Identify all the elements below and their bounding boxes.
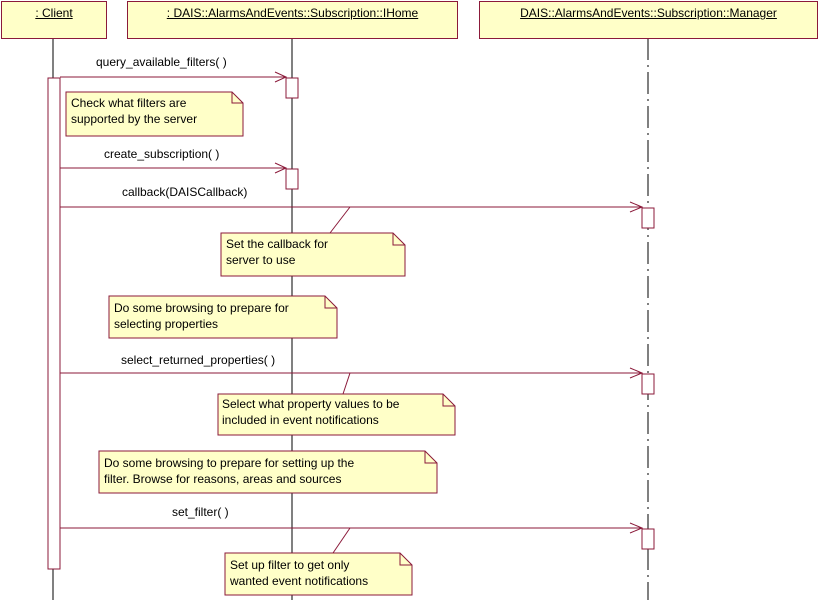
note-6-line-2: wanted event notifications xyxy=(230,574,369,588)
note-5: Do some browsing to prepare for setting … xyxy=(104,455,354,487)
note-1-line-2: supported by the server xyxy=(71,112,198,126)
message-label-1: query_available_filters( ) xyxy=(96,55,227,69)
activation-manager-2 xyxy=(641,373,655,395)
note-connector-6 xyxy=(332,527,351,554)
note-2: Set the callback for server to use xyxy=(226,236,328,268)
note-connector-2 xyxy=(329,206,351,234)
note-2-line-1: Set the callback for xyxy=(226,237,329,251)
participant-client-label: : Client xyxy=(35,6,73,20)
message-label-2: create_subscription( ) xyxy=(104,147,220,161)
note-3-line-1: Do some browsing to prepare for xyxy=(114,301,289,315)
note-4-line-1: Select what property values to be xyxy=(222,397,400,411)
note-1-line-1: Check what filters are xyxy=(71,96,187,110)
activation-ihome-2 xyxy=(285,168,299,190)
note-shape-6 xyxy=(224,552,413,596)
note-5-line-2: filter. Browse for reasons, areas and so… xyxy=(104,472,342,486)
message-label-3: callback(DAISCallback) xyxy=(122,185,248,199)
note-shape-1 xyxy=(65,91,244,137)
participant-manager[interactable]: DAIS::AlarmsAndEvents::Subscription::Man… xyxy=(479,1,818,39)
message-arrow-2 xyxy=(60,162,288,174)
message-arrow-5 xyxy=(60,522,644,534)
note-3-line-2: selecting properties xyxy=(114,317,219,331)
message-arrow-1 xyxy=(60,71,288,83)
note-3: Do some browsing to prepare for selectin… xyxy=(114,300,289,332)
activation-manager-1 xyxy=(641,207,655,229)
participant-ihome[interactable]: : DAIS::AlarmsAndEvents::Subscription::I… xyxy=(127,1,458,39)
note-shape-2 xyxy=(220,232,406,277)
note-5-line-1: Do some browsing to prepare for setting … xyxy=(104,456,355,470)
note-shape-3 xyxy=(108,295,338,339)
note-shape-4 xyxy=(217,393,456,436)
note-2-line-2: server to use xyxy=(226,253,296,267)
activation-client xyxy=(47,77,61,570)
note-connector-4 xyxy=(342,372,351,395)
message-arrow-3 xyxy=(60,201,644,213)
message-arrow-4 xyxy=(60,367,644,379)
participant-manager-label: DAIS::AlarmsAndEvents::Subscription::Man… xyxy=(520,6,777,20)
note-6: Set up filter to get only wanted event n… xyxy=(230,557,368,589)
message-label-5: set_filter( ) xyxy=(172,505,229,519)
note-4-line-2: included in event notifications xyxy=(222,413,379,427)
note-1: Check what filters are supported by the … xyxy=(71,95,197,127)
participant-client[interactable]: : Client xyxy=(1,1,107,39)
note-4: Select what property values to be includ… xyxy=(222,396,399,428)
note-shape-5 xyxy=(98,450,438,494)
activation-manager-3 xyxy=(641,528,655,550)
note-6-line-1: Set up filter to get only xyxy=(230,558,350,572)
participant-ihome-label: : DAIS::AlarmsAndEvents::Subscription::I… xyxy=(166,6,419,20)
message-label-4: select_returned_properties( ) xyxy=(121,353,276,367)
activation-ihome-1 xyxy=(285,77,299,99)
